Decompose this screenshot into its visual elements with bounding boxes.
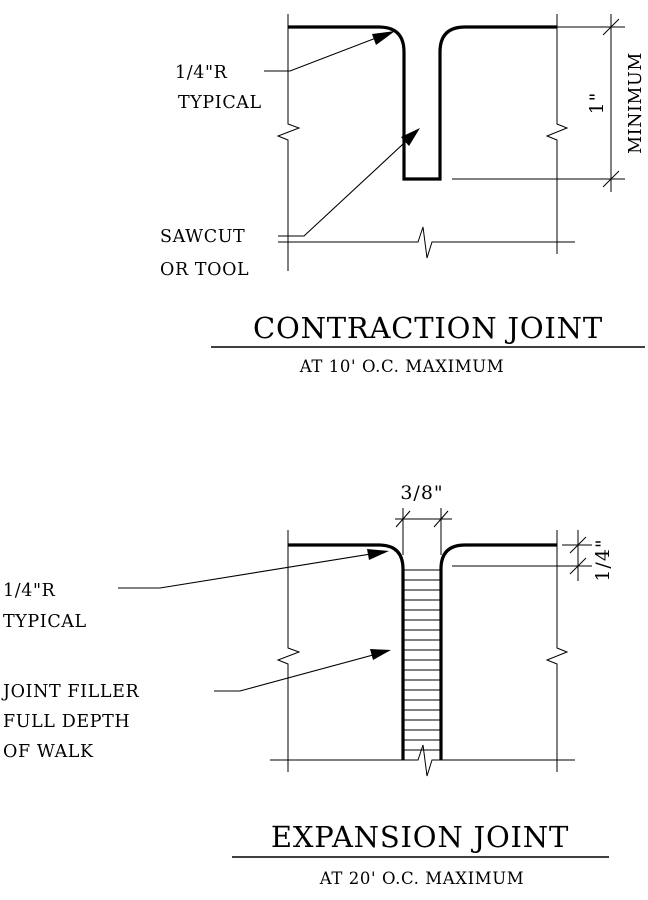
expansion-filler-label: JOINT FILLER FULL DEPTH OF WALK — [1, 682, 145, 762]
expansion-slab-left-edge — [276, 530, 301, 772]
expansion-depth-dim-text: 1/4" — [592, 538, 614, 581]
contraction-slab-left-edge — [276, 14, 301, 271]
contraction-cut-label: SAWCUT OR TOOL — [160, 227, 252, 280]
expansion-radius-label: 1/4"R TYPICAL — [3, 581, 87, 632]
expansion-radius-arrowhead — [367, 549, 389, 560]
contraction-radius-arrowhead — [372, 31, 395, 45]
contraction-subtitle: AT 10' O.C. MAXIMUM — [299, 357, 505, 376]
expansion-width-dim-text: 3/8" — [400, 482, 443, 504]
expansion-filler-leader — [214, 651, 385, 692]
contraction-radius-leader — [264, 32, 390, 72]
contraction-cut-leader — [278, 131, 417, 237]
contraction-radius-label: 1/4"R TYPICAL — [175, 63, 262, 113]
contraction-joint-detail: 1/4"R TYPICAL 1" MINIMUM SAWCUT OR TOOL … — [160, 14, 646, 376]
expansion-filler-arrowhead — [370, 649, 391, 660]
expansion-title: EXPANSION JOINT — [271, 820, 569, 854]
contraction-dim-tick-bottom — [602, 170, 620, 188]
contraction-minimum-text: MINIMUM — [626, 52, 646, 154]
contraction-slab-right-edge — [545, 14, 569, 254]
expansion-joint-filler-hatch — [404, 569, 440, 751]
contraction-dim-tick-top — [602, 18, 620, 36]
expansion-depth-tick-bottom — [569, 557, 587, 575]
expansion-subtitle: AT 20' O.C. MAXIMUM — [319, 869, 525, 888]
expansion-depth-tick-top — [569, 536, 587, 554]
contraction-depth-dim-text: 1" — [586, 92, 608, 115]
expansion-slab-right-edge — [545, 530, 569, 772]
contraction-title: CONTRACTION JOINT — [253, 311, 603, 345]
expansion-slab-top-left — [288, 543, 405, 760]
contraction-slab-top-left — [288, 25, 557, 181]
expansion-radius-leader — [118, 551, 384, 589]
expansion-slab-bottom — [270, 744, 575, 777]
expansion-slab-top-right — [439, 543, 557, 760]
contraction-cut-arrowhead — [401, 128, 420, 146]
expansion-joint-detail: 3/8" — [1, 482, 614, 888]
contraction-slab-bottom — [278, 226, 575, 259]
